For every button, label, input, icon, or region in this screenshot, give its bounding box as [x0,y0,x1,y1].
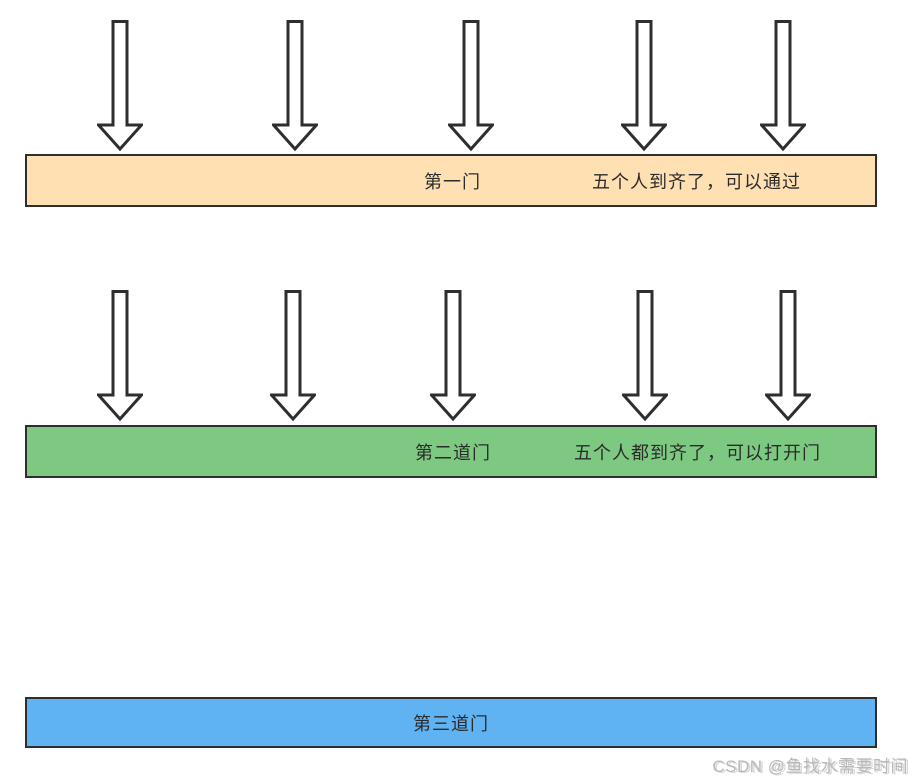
down-arrow-icon [621,20,667,152]
down-arrow-icon [765,290,811,422]
down-arrow-icon [97,290,143,422]
down-arrow-icon [430,290,476,422]
gate-bar-second: 第二道门 五个人都到齐了，可以打开门 [25,425,877,478]
down-arrow-icon [97,20,143,152]
down-arrow-icon [270,290,316,422]
gate-label: 第二道门 [415,442,491,463]
gate-bar-third: 第三道门 [25,697,877,748]
watermark: CSDN @鱼找水需要时间 [712,757,908,776]
gate-label: 第三道门 [413,713,489,734]
down-arrow-icon [622,290,668,422]
gate-bar-first: 第一门 五个人到齐了，可以通过 [25,154,877,207]
down-arrow-icon [272,20,318,152]
gate-note: 五个人到齐了，可以通过 [592,171,801,192]
gate-note: 五个人都到齐了，可以打开门 [574,442,821,463]
gate-label: 第一门 [424,171,481,192]
down-arrow-icon [760,20,806,152]
down-arrow-icon [448,20,494,152]
